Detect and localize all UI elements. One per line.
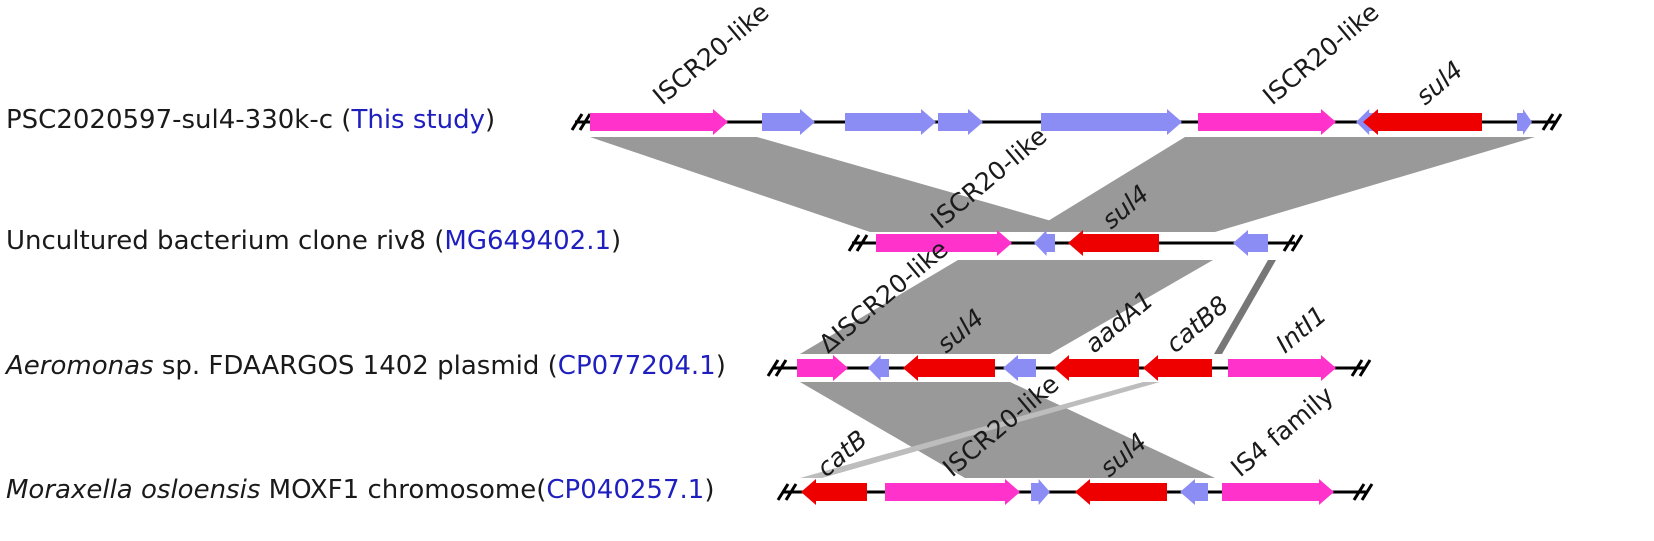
track-name-italic: Moraxella osloensis xyxy=(6,475,261,505)
gene-arrow-is-element xyxy=(885,479,1020,505)
gene-arrow-is-element xyxy=(876,230,1012,256)
accession-link[interactable]: CP077204.1 xyxy=(557,351,716,381)
break-mark xyxy=(1290,234,1304,252)
break-mark xyxy=(776,483,790,501)
gene-arrow-other xyxy=(1041,109,1182,135)
gene-arrow-is-element xyxy=(590,109,728,135)
gene-arrow-other xyxy=(938,109,983,135)
track-name-italic: Aeromonas xyxy=(6,351,154,381)
track-name: MOXF1 chromosome( xyxy=(260,475,547,505)
gene-arrow-arg xyxy=(1363,109,1482,135)
track-label-t1: PSC2020597-sul4-330k-c (This study) xyxy=(6,105,495,135)
break-mark xyxy=(784,483,798,501)
accession-link[interactable]: This study xyxy=(351,105,485,135)
gene-arrow-is-element xyxy=(1222,479,1334,505)
break-mark xyxy=(1352,483,1366,501)
gene-arrow-other xyxy=(1233,230,1268,256)
track-name: sp. FDAARGOS 1402 plasmid ( xyxy=(153,351,558,381)
homology-block-t1-t2-left xyxy=(590,137,1090,232)
break-mark xyxy=(855,234,869,252)
gene-arrow-other xyxy=(762,109,815,135)
break-mark xyxy=(1350,359,1364,377)
gene-label-t1-iscr-a: ISCR20-like xyxy=(647,0,774,111)
gene-label-t1-sul4: sul4 xyxy=(1410,55,1468,110)
break-mark xyxy=(1282,234,1296,252)
accession-link[interactable]: CP040257.1 xyxy=(546,475,705,505)
break-mark xyxy=(578,113,592,131)
track-name: Uncultured bacterium clone riv8 ( xyxy=(6,226,445,256)
track-name: PSC2020597-sul4-330k-c ( xyxy=(6,105,352,135)
gene-label-t3-intl1: IntI1 xyxy=(1270,300,1332,358)
break-mark xyxy=(1549,113,1563,131)
gene-arrow-arg xyxy=(801,479,867,505)
homology-blocks xyxy=(590,137,1535,478)
gene-label-t1-iscr-b: ISCR20-like xyxy=(1257,0,1384,111)
break-mark xyxy=(570,113,584,131)
break-mark xyxy=(774,359,788,377)
gene-arrow-is-element xyxy=(1228,355,1336,381)
gene-arrow-other xyxy=(1031,479,1050,505)
gene-arrow-arg xyxy=(903,355,995,381)
gene-label-t4-is4: IS4 family xyxy=(1225,380,1339,482)
gene-arrow-arg xyxy=(1075,479,1167,505)
gene-arrow-is-element xyxy=(1198,109,1336,135)
gene-arrow-other xyxy=(1180,479,1208,505)
gene-arrow-other xyxy=(1517,109,1532,135)
track-name-close: ) xyxy=(484,105,496,135)
break-marks xyxy=(570,113,1563,501)
gene-arrow-arg xyxy=(1068,230,1159,256)
homology-block-t3-t4-left xyxy=(800,382,1215,478)
gene-arrow-other xyxy=(1003,355,1036,381)
gene-arrow-other xyxy=(868,355,889,381)
track-name-close: ) xyxy=(704,475,715,505)
gene-arrow-other xyxy=(1034,230,1055,256)
homology-block-t3-t4-cross xyxy=(800,382,1160,478)
homology-block-t2-t3 xyxy=(800,260,1213,354)
gene-arrow-arg xyxy=(1143,355,1212,381)
track-name-close: ) xyxy=(715,351,726,381)
track-name-close: ) xyxy=(611,226,622,256)
track-label-t4: Moraxella osloensis MOXF1 chromosome(CP0… xyxy=(6,475,714,505)
gene-arrow-is-element xyxy=(797,355,848,381)
gene-arrow-other xyxy=(845,109,936,135)
break-mark xyxy=(766,359,780,377)
break-mark xyxy=(1360,483,1374,501)
gene-arrows xyxy=(590,109,1532,505)
gene-arrow-arg xyxy=(1054,355,1139,381)
track-label-t3: Aeromonas sp. FDAARGOS 1402 plasmid (CP0… xyxy=(6,351,726,381)
homology-block-t1-t2-right xyxy=(1030,137,1535,232)
track-label-t2: Uncultured bacterium clone riv8 (MG64940… xyxy=(6,226,621,256)
break-mark xyxy=(1541,113,1555,131)
break-mark xyxy=(1358,359,1372,377)
homology-block-t2-t3-thin xyxy=(1214,260,1276,354)
accession-link[interactable]: MG649402.1 xyxy=(444,226,612,256)
break-mark xyxy=(847,234,861,252)
